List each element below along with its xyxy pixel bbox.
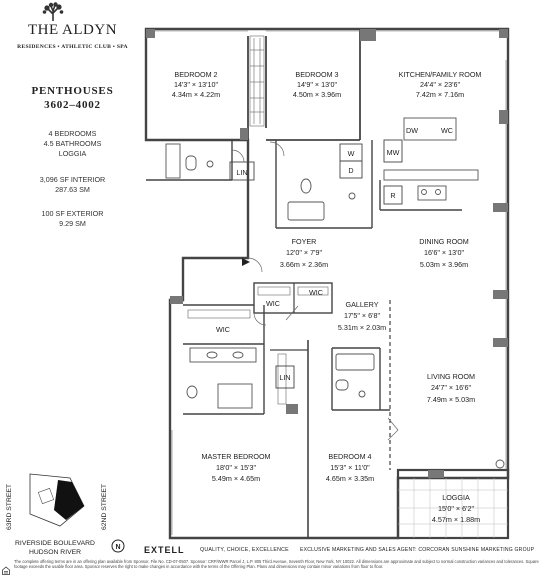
wic-label-3: WIC (216, 325, 230, 334)
gallery-metric: 5.31m × 2.03m (338, 323, 386, 332)
linen-closet-box (229, 161, 255, 181)
bedroom2-metric: 4.34m × 4.22m (172, 90, 220, 99)
washer-label: W (348, 149, 355, 158)
interior-sm: 287.63 SM (55, 185, 90, 194)
bedroom4-name: BEDROOM 4 (328, 452, 371, 461)
loggia-imperial: 15'0" × 6'2" (438, 504, 474, 513)
bedroom3-metric: 4.50m × 3.96m (293, 90, 341, 99)
linen-label-2: LIN (279, 373, 290, 382)
street-right-label: 62ND STREET (101, 484, 108, 530)
sales-agent: EXCLUSIVE MARKETING AND SALES AGENT: COR… (300, 547, 535, 553)
interior-sf: 3,096 SF INTERIOR (39, 175, 106, 184)
gallery-imperial: 17'5" × 6'8" (344, 311, 380, 320)
gallery-name: GALLERY (345, 300, 378, 309)
unit-title: PENTHOUSES 3602–4002 (0, 84, 145, 112)
street-left-label: 63RD STREET (6, 484, 13, 530)
living-imperial: 24'7" × 16'6" (431, 383, 471, 392)
loggia-metric: 4.57m × 1.88m (432, 515, 480, 524)
developer-name: EXTELL (144, 545, 185, 555)
key-plan-building (54, 480, 84, 520)
boulevard-label: RIVERSIDE BOULEVARD (15, 540, 95, 547)
wic-label-1: WIC (266, 299, 280, 308)
dining-metric: 5.03m × 3.96m (420, 260, 468, 269)
exterior-area: 100 SF EXTERIOR 9.29 SM (0, 209, 145, 229)
microwave-label: MW (387, 148, 400, 157)
dishwasher-label: DW (406, 126, 418, 135)
tree-logo-icon (42, 2, 64, 21)
window-lines (150, 30, 507, 535)
wine-cooler-label: WC (441, 126, 453, 135)
fixtures (165, 117, 505, 469)
equal-housing-icon (2, 566, 10, 575)
foyer-imperial: 12'0" × 7'9" (286, 248, 322, 257)
refrigerator-label: R (390, 191, 395, 200)
brand-tagline: RESIDENCES • ATHLETIC CLUB • SPA (17, 44, 128, 50)
kitchen-name: KITCHEN/FAMILY ROOM (399, 70, 482, 79)
exterior-sf: 100 SF EXTERIOR (41, 209, 104, 218)
key-plan: 63RD STREET 62ND STREET RIVERSIDE BOULEV… (6, 473, 125, 556)
kitchen-metric: 7.42m × 7.16m (416, 90, 464, 99)
bedroom3-name: BEDROOM 3 (295, 70, 338, 79)
loggia-name: LOGGIA (442, 493, 470, 502)
interior-area: 3,096 SF INTERIOR 287.63 SM (0, 175, 145, 195)
dryer-label: D (348, 166, 353, 175)
master-imperial: 18'0" × 15'3" (216, 463, 256, 472)
bedroom4-imperial: 15'3" × 11'0" (330, 463, 370, 472)
legal-disclaimer: The complete offering terms are in an of… (14, 559, 539, 570)
master-metric: 5.49m × 4.65m (212, 474, 260, 483)
unit-title-line1: PENTHOUSES (31, 85, 114, 97)
bedroom2-name: BEDROOM 2 (174, 70, 217, 79)
linen-label: LIN (236, 168, 247, 177)
loggia-paving (398, 478, 508, 538)
microwave-box (383, 139, 403, 163)
loggia-note: LOGGIA (58, 149, 87, 158)
unit-room-counts: 4 BEDROOMS 4.5 BATHROOMS LOGGIA (0, 129, 145, 159)
structural-columns (146, 29, 508, 478)
closet-shelving (187, 35, 329, 405)
bedroom3-imperial: 14'9" × 13'0" (297, 80, 337, 89)
bathroom-count: 4.5 BATHROOMS (43, 139, 102, 148)
unit-title-line2: 3602–4002 (44, 99, 101, 111)
dining-imperial: 16'6" × 13'0" (424, 248, 464, 257)
entry-arrow-icon (242, 258, 250, 266)
river-label: HUDSON RIVER (29, 549, 81, 556)
exterior-sm: 9.29 SM (59, 219, 86, 228)
bedroom4-metric: 4.65m × 3.35m (326, 474, 374, 483)
bedroom-count: 4 BEDROOMS (48, 129, 97, 138)
key-plan-site-outline (29, 473, 85, 527)
living-metric: 7.49m × 5.03m (427, 395, 475, 404)
dining-name: DINING ROOM (419, 237, 469, 246)
bedroom2-imperial: 14'3" × 13'10" (174, 80, 218, 89)
north-arrow-icon (111, 539, 125, 553)
kitchen-imperial: 24'4" × 23'6" (420, 80, 460, 89)
developer-tagline: QUALITY, CHOICE, EXCELLENCE (200, 547, 289, 553)
master-name: MASTER BEDROOM (201, 452, 270, 461)
door-swings (231, 141, 399, 441)
foyer-metric: 3.66m × 2.36m (280, 260, 328, 269)
refrigerator-box (383, 185, 403, 205)
foyer-name: FOYER (292, 237, 317, 246)
living-name: LIVING ROOM (427, 372, 475, 381)
wic-label-2: WIC (309, 288, 323, 297)
north-label: N (115, 544, 120, 551)
linen-closet-box-2 (275, 365, 295, 389)
brand-name: THE ALDYN (27, 22, 118, 38)
